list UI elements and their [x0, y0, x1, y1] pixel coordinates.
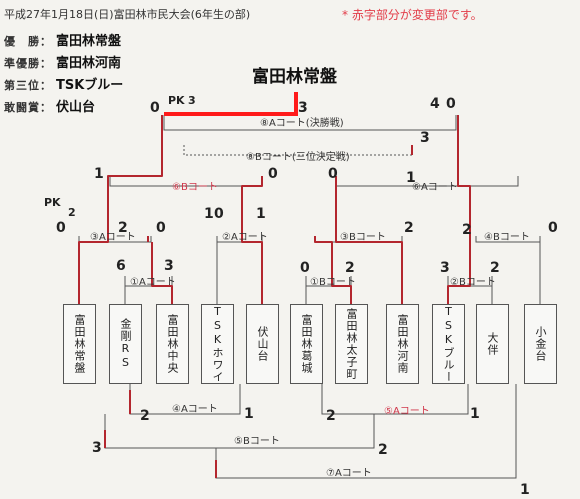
- score: 1: [256, 206, 266, 222]
- match-label: ⑧Bコート(三位決定戦): [246, 150, 350, 163]
- match-label: ⑤Aコート: [384, 406, 430, 417]
- score: 3: [92, 440, 102, 456]
- match-label: ③Aコート: [90, 232, 136, 243]
- pk-mark: 3: [188, 94, 196, 107]
- third-place-bracket: [183, 145, 413, 156]
- path-tokiwa: [78, 115, 163, 304]
- score: 2: [118, 220, 128, 236]
- award-value: 伏山台: [56, 100, 96, 115]
- score: 1: [470, 406, 480, 422]
- award-fighting-spirit: 敢闘賞： 伏山台: [4, 96, 95, 115]
- score: 2: [462, 222, 472, 238]
- score: 0: [328, 166, 338, 182]
- consolation-7a-bracket: [215, 384, 517, 479]
- page-title: 平成27年1月18日(日)富田林市民大会(6年生の部): [4, 8, 251, 21]
- pk-mark: 2: [68, 206, 76, 219]
- match-label: ④Aコート: [172, 404, 218, 415]
- team-box: 小金台: [524, 304, 557, 384]
- score: 0: [548, 220, 558, 236]
- path-fushiyamadai: [241, 176, 263, 304]
- path-chuo: [151, 242, 173, 304]
- path-taishicho: [314, 236, 352, 304]
- match-label: ⑥Aコート: [412, 182, 458, 193]
- winner-paths: [78, 115, 471, 478]
- qf-2a-bracket: [216, 236, 263, 243]
- award-value: 富田林常盤: [56, 34, 122, 49]
- team-box: TSKホワイト: [201, 304, 234, 384]
- score: 0: [150, 100, 160, 116]
- score: 3: [164, 258, 174, 274]
- match-label: ④Bコート: [484, 232, 530, 243]
- award-label: 第三位：: [4, 79, 52, 92]
- match-label: ②Aコート: [222, 232, 268, 243]
- score: 3: [440, 260, 450, 276]
- score: 1: [204, 206, 214, 222]
- match-label: ⑦Aコート: [326, 468, 372, 479]
- score: 2: [378, 442, 388, 458]
- score: 1: [94, 166, 104, 182]
- team-box: 伏山台: [246, 304, 279, 384]
- award-label: 準優勝：: [4, 57, 52, 70]
- score: 0: [214, 206, 224, 222]
- score: 2: [345, 260, 355, 276]
- r1-1b-bracket: [305, 276, 352, 287]
- award-value: 富田林河南: [56, 56, 122, 71]
- team-box: 富田林河南: [386, 304, 419, 384]
- score: 2: [140, 408, 150, 424]
- score: 3: [420, 130, 430, 146]
- team-box: TSKブルー: [432, 304, 465, 384]
- team-box: 富田林常盤: [63, 304, 96, 384]
- change-note: * 赤字部分が変更部です。: [342, 8, 483, 22]
- team-box: 富田林太子町: [335, 304, 368, 384]
- award-winner: 優 勝： 富田林常盤: [4, 30, 121, 49]
- score: 6: [116, 258, 126, 274]
- path-kanan-left: [335, 176, 403, 304]
- score: 4: [430, 96, 440, 112]
- pk-mark: PK: [44, 196, 61, 209]
- score: 2: [490, 260, 500, 276]
- r1-team-lines: [216, 242, 263, 304]
- match-label: ⑥Bコート: [172, 182, 218, 193]
- score: 1: [244, 406, 254, 422]
- team-box: 富田林中央: [156, 304, 189, 384]
- match-label: ③Bコート: [340, 232, 386, 243]
- path-blue: [447, 115, 471, 304]
- score: 3: [298, 100, 308, 116]
- team-box: 金剛RS: [109, 304, 142, 384]
- pk-mark: PK: [168, 94, 185, 107]
- score: 1: [520, 482, 530, 498]
- score: 1: [406, 170, 416, 186]
- match-label: ①Bコート: [310, 277, 356, 288]
- award-label: 優 勝：: [4, 35, 52, 48]
- score: 0: [446, 96, 456, 112]
- final-bracket: [163, 115, 457, 131]
- award-runner-up: 準優勝： 富田林河南: [4, 52, 121, 71]
- match-label: ①Aコート: [130, 277, 176, 288]
- team-box: 大伴: [476, 304, 509, 384]
- match-label: ⑧Aコート(決勝戦): [260, 116, 344, 129]
- r1-team-lines: [124, 286, 493, 304]
- score: 0: [156, 220, 166, 236]
- award-third: 第三位： TSKブルー: [4, 74, 123, 93]
- champion-highlight: [164, 92, 298, 116]
- consolation-5a-bracket: [321, 384, 469, 415]
- team-box: 富田林葛城: [290, 304, 323, 384]
- score: 0: [268, 166, 278, 182]
- qf-4b-bracket: [475, 236, 541, 243]
- r1-1a-bracket: [124, 276, 173, 287]
- award-label: 敢闘賞：: [4, 101, 52, 114]
- score: 0: [56, 220, 66, 236]
- qf-3a-bracket: [78, 236, 152, 243]
- champion-label: 富田林常盤: [252, 67, 337, 87]
- score: 2: [326, 408, 336, 424]
- score: 0: [300, 260, 310, 276]
- score: 2: [404, 220, 414, 236]
- award-value: TSKブルー: [56, 78, 124, 93]
- match-label: ②Bコート: [450, 277, 496, 288]
- match-label: ⑤Bコート: [234, 436, 280, 447]
